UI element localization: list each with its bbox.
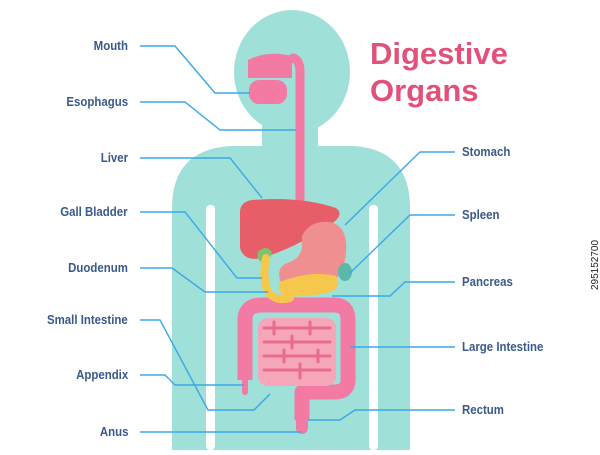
appendix-leader: [140, 374, 244, 386]
duodenum-leader: [140, 267, 268, 293]
label-large-intestine: Large Intestine: [462, 339, 544, 354]
leader-lines: [140, 45, 455, 433]
label-gall-bladder: Gall Bladder: [60, 204, 128, 219]
left-arm-gap: [206, 205, 215, 450]
liver-leader: [140, 157, 263, 199]
label-pancreas: Pancreas: [462, 274, 513, 289]
liver-organ: [240, 199, 340, 259]
small-intestine-leader: [140, 319, 271, 411]
spleen-leader: [349, 214, 455, 274]
small-intestine-organ: [258, 318, 336, 386]
title-line-2: Organs: [370, 73, 479, 108]
label-mouth: Mouth: [93, 38, 128, 53]
label-duodenum: Duodenum: [68, 260, 128, 275]
label-appendix: Appendix: [75, 367, 128, 382]
label-small-intestine: Small Intestine: [47, 312, 128, 327]
stomach-organ: [279, 221, 347, 292]
spleen-organ: [338, 263, 352, 281]
stock-id-text: 295152700: [590, 239, 600, 290]
stomach-leader: [344, 151, 455, 226]
right-arm-gap: [369, 205, 378, 450]
label-esophagus: Esophagus: [66, 94, 128, 109]
mouth-leader: [140, 45, 250, 94]
gall-bladder-leader: [140, 211, 262, 279]
pancreas-leader: [332, 281, 455, 297]
pancreas-organ: [278, 274, 338, 297]
rectum-leader: [308, 409, 455, 421]
label-stomach: Stomach: [462, 144, 511, 159]
mouth-organ: [248, 53, 292, 104]
esophagus-leader: [140, 101, 296, 131]
label-liver: Liver: [100, 150, 128, 165]
large-intestine-organ: [237, 297, 356, 420]
label-rectum: Rectum: [462, 402, 504, 417]
title-line-1: Digestive: [370, 36, 508, 71]
esophagus-organ: [288, 53, 305, 240]
label-spleen: Spleen: [462, 207, 500, 222]
label-anus: Anus: [99, 424, 128, 439]
